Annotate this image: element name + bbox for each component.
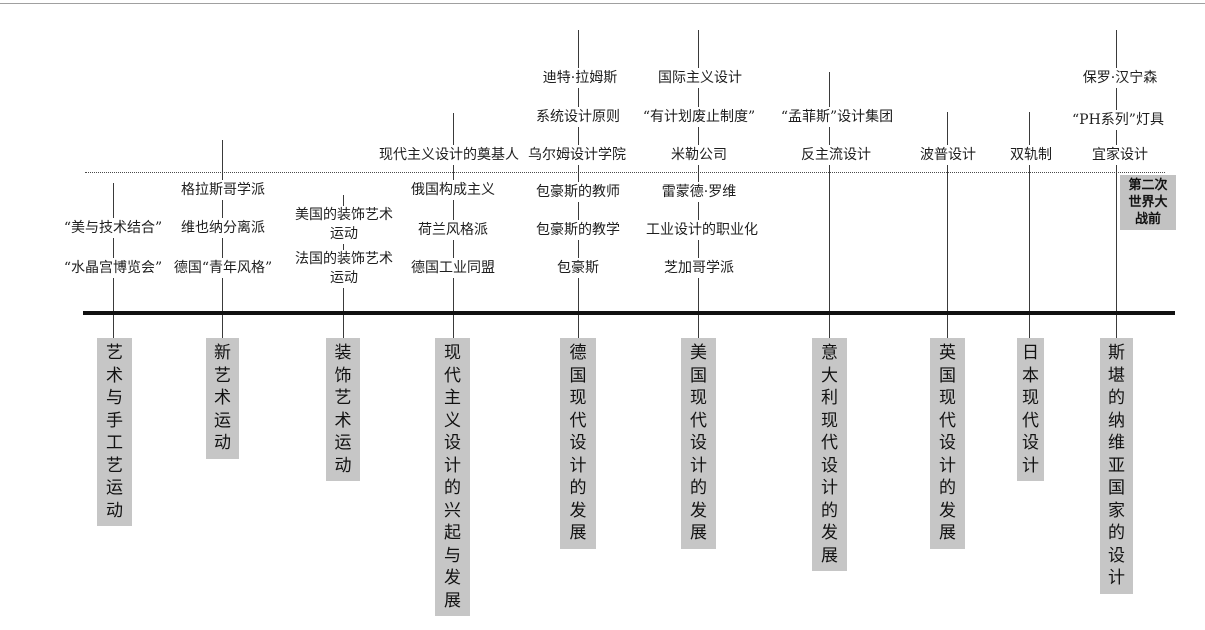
- arts-and-crafts-movement-label: 艺术与手工艺运动: [106, 343, 123, 521]
- modernism-event-label: 荷兰风格派: [416, 220, 490, 240]
- german-modern-design-event-label: 迪特·拉姆斯: [540, 68, 620, 88]
- american-modern-design-movement-label: 美国现代设计的发展: [690, 343, 707, 543]
- japanese-modern-design-event-label: 双轨制: [1008, 145, 1054, 165]
- italian-modern-design-event-label: “孟菲斯”设计集团: [778, 107, 896, 127]
- scandinavian-design-movement-label: 斯堪的纳维亚国家的设计: [1108, 343, 1125, 588]
- japanese-modern-design-movement-box: 日本现代设计: [1017, 338, 1044, 481]
- modernism-event-label: 现代主义设计的奠基人: [377, 145, 521, 165]
- german-modern-design-event-label: 包豪斯的教师: [534, 182, 622, 202]
- italian-modern-design-movement-label: 意大利现代设计的发展: [821, 343, 838, 566]
- modernism-event-label: 德国工业同盟: [409, 258, 497, 278]
- era-marker-line: 第二次: [1128, 178, 1168, 193]
- american-modern-design-movement-box: 美国现代设计的发展: [681, 338, 716, 549]
- british-modern-design-movement-box: 英国现代设计的发展: [930, 338, 965, 549]
- german-modern-design-event-label: 包豪斯的教学: [534, 220, 622, 240]
- american-modern-design-event-label: 雷蒙德·罗维: [659, 182, 739, 202]
- italian-modern-design-connector-line: [829, 72, 830, 338]
- scandinavian-design-movement-box: 斯堪的纳维亚国家的设计: [1100, 338, 1133, 594]
- american-modern-design-event-label: 国际主义设计: [656, 68, 744, 88]
- era-divider-dotted-line: [85, 172, 1165, 173]
- art-deco-movement-box: 装饰艺术运动: [326, 338, 360, 481]
- american-modern-design-event-label: 米勒公司: [669, 145, 729, 165]
- art-deco-event-label: 法国的装饰艺术运动: [293, 250, 395, 288]
- german-modern-design-event-label: 包豪斯: [555, 258, 601, 278]
- modernism-movement-box: 现代主义设计的兴起与发展: [435, 338, 470, 616]
- era-marker-line: 战前: [1134, 212, 1161, 227]
- arts-and-crafts-event-label: “水晶宫博览会”: [61, 258, 165, 278]
- american-modern-design-event-label: “有计划废止制度”: [640, 107, 758, 127]
- prewar-era-marker: 第二次 世界大 战前: [1120, 175, 1176, 230]
- german-modern-design-movement-label: 德国现代设计的发展: [569, 343, 587, 543]
- modernism-event-label: 俄国构成主义: [409, 180, 497, 200]
- british-modern-design-movement-label: 英国现代设计的发展: [939, 343, 956, 543]
- british-modern-design-event-label: 波普设计: [918, 145, 978, 165]
- art-nouveau-connector-line: [222, 140, 223, 338]
- art-nouveau-event-label: 格拉斯哥学派: [179, 180, 267, 200]
- timeline-axis: [83, 311, 1175, 315]
- italian-modern-design-movement-box: 意大利现代设计的发展: [812, 338, 847, 571]
- arts-and-crafts-movement-box: 艺术与手工艺运动: [97, 338, 132, 526]
- top-rule: [0, 3, 1205, 4]
- american-modern-design-event-label: 芝加哥学派: [662, 258, 736, 278]
- japanese-modern-design-connector-line: [1029, 112, 1030, 338]
- british-modern-design-connector-line: [947, 112, 948, 338]
- american-modern-design-event-label: 工业设计的职业化: [644, 220, 760, 240]
- era-marker-line: 世界大: [1128, 195, 1168, 210]
- german-modern-design-movement-box: 德国现代设计的发展: [560, 338, 596, 549]
- scandinavian-design-event-label: 宜家设计: [1090, 145, 1150, 165]
- art-deco-event-label: 美国的装饰艺术运动: [293, 206, 395, 244]
- japanese-modern-design-movement-label: 日本现代设计: [1022, 343, 1039, 476]
- italian-modern-design-event-label: 反主流设计: [799, 145, 873, 165]
- scandinavian-design-event-label: 保罗·汉宁森: [1080, 68, 1160, 88]
- german-modern-design-event-label: 系统设计原则: [534, 107, 622, 127]
- art-nouveau-event-label: 德国“青年风格”: [171, 258, 275, 278]
- modernism-movement-label: 现代主义设计的兴起与发展: [444, 343, 461, 611]
- german-modern-design-event-label: 乌尔姆设计学院: [526, 145, 628, 165]
- art-nouveau-event-label: 维也纳分离派: [179, 218, 267, 238]
- art-nouveau-movement-label: 新艺术运动: [214, 343, 231, 453]
- art-nouveau-movement-box: 新艺术运动: [206, 338, 239, 459]
- scandinavian-design-event-label: “PH系列”灯具: [1070, 110, 1166, 130]
- scandinavian-design-connector-line: [1116, 30, 1117, 338]
- art-deco-movement-label: 装饰艺术运动: [334, 343, 352, 476]
- arts-and-crafts-event-label: “美与技术结合”: [61, 218, 165, 238]
